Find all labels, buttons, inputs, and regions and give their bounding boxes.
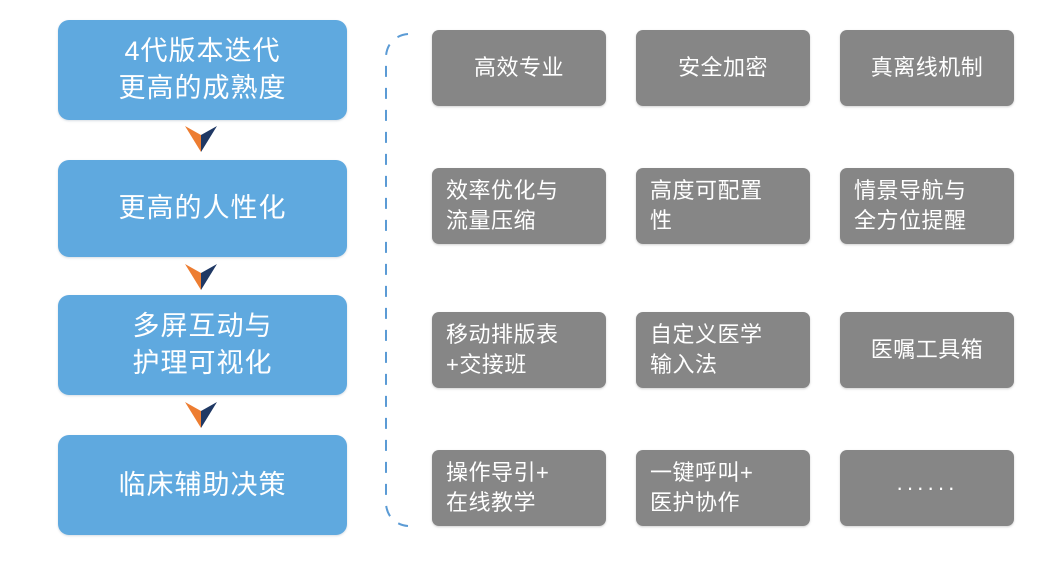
dashed-bracket bbox=[376, 30, 418, 530]
feature-grid: 高效专业 安全加密 真离线机制 效率优化与 流量压缩 高度可配置 性 情景导航与… bbox=[432, 30, 1014, 526]
feature-box-r0c2[interactable]: 真离线机制 bbox=[840, 30, 1014, 106]
stage-box-3-label: 多屏互动与 护理可视化 bbox=[132, 311, 273, 378]
feature-box-r3c1[interactable]: 一键呼叫+ 医护协作 bbox=[636, 450, 810, 526]
stage-box-1-label: 4代版本迭代 更高的成熟度 bbox=[118, 36, 287, 103]
stage-box-4-label: 临床辅助决策 bbox=[118, 469, 287, 500]
feature-box-r2c1[interactable]: 自定义医学 输入法 bbox=[636, 312, 810, 388]
down-chevron-icon-1 bbox=[185, 126, 217, 152]
feature-box-r2c0-label: 移动排版表 +交接班 bbox=[446, 322, 559, 377]
stage-box-2[interactable]: 更高的人性化 bbox=[58, 160, 347, 257]
feature-box-r3c0[interactable]: 操作导引+ 在线教学 bbox=[432, 450, 606, 526]
feature-box-r2c1-label: 自定义医学 输入法 bbox=[650, 322, 763, 377]
feature-box-r0c1-label: 安全加密 bbox=[677, 55, 768, 80]
stage-box-1[interactable]: 4代版本迭代 更高的成熟度 bbox=[58, 20, 347, 120]
feature-box-r1c1-label: 高度可配置 性 bbox=[650, 178, 763, 233]
stage-box-4[interactable]: 临床辅助决策 bbox=[58, 435, 347, 535]
stage-box-2-label: 更高的人性化 bbox=[118, 193, 287, 223]
feature-box-r3c1-label: 一键呼叫+ 医护协作 bbox=[650, 460, 754, 515]
feature-box-r1c2-label: 情景导航与 全方位提醒 bbox=[854, 178, 967, 233]
stage-box-3[interactable]: 多屏互动与 护理可视化 bbox=[58, 295, 347, 395]
feature-box-r2c2-label: 医嘱工具箱 bbox=[870, 337, 984, 362]
feature-box-r0c2-label: 真离线机制 bbox=[870, 55, 984, 80]
feature-box-r0c0[interactable]: 高效专业 bbox=[432, 30, 606, 106]
feature-box-r0c1[interactable]: 安全加密 bbox=[636, 30, 810, 106]
feature-box-r1c2[interactable]: 情景导航与 全方位提醒 bbox=[840, 168, 1014, 244]
feature-box-r2c0[interactable]: 移动排版表 +交接班 bbox=[432, 312, 606, 388]
feature-box-r3c2-label: ······ bbox=[896, 475, 958, 500]
feature-box-r1c1[interactable]: 高度可配置 性 bbox=[636, 168, 810, 244]
feature-box-r0c0-label: 高效专业 bbox=[473, 55, 564, 80]
feature-box-r3c2[interactable]: ······ bbox=[840, 450, 1014, 526]
feature-box-r1c0-label: 效率优化与 流量压缩 bbox=[446, 178, 559, 233]
down-chevron-icon-3 bbox=[185, 402, 217, 428]
down-chevron-icon-2 bbox=[185, 264, 217, 290]
feature-box-r1c0[interactable]: 效率优化与 流量压缩 bbox=[432, 168, 606, 244]
feature-box-r3c0-label: 操作导引+ 在线教学 bbox=[446, 460, 550, 515]
feature-box-r2c2[interactable]: 医嘱工具箱 bbox=[840, 312, 1014, 388]
